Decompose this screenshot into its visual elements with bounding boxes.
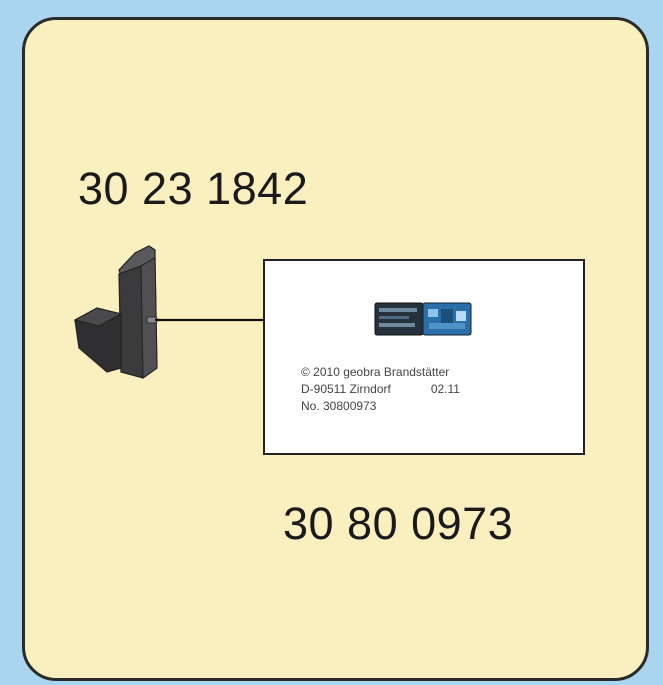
part-number-bottom: 30 80 0973 xyxy=(283,498,514,549)
label-item-number: No. 30800973 xyxy=(301,399,377,413)
label-text-block: © 2010 geobra Brandstätter D-90511 Zirnd… xyxy=(301,364,460,415)
diagram-card: 30 23 1842 xyxy=(22,17,649,681)
label-address-row: D-90511 Zirndorf 02.11 xyxy=(301,381,460,398)
label-address: D-90511 Zirndorf xyxy=(301,382,391,396)
label-copyright: © 2010 geobra Brandstätter xyxy=(301,365,450,379)
diagram-canvas xyxy=(73,245,377,379)
bracket-part-icon xyxy=(73,245,158,379)
label-date: 02.11 xyxy=(430,382,460,396)
chip-module-icon xyxy=(374,302,472,336)
product-label: © 2010 geobra Brandstätter D-90511 Zirnd… xyxy=(263,259,585,455)
part-number-top: 30 23 1842 xyxy=(78,163,309,214)
